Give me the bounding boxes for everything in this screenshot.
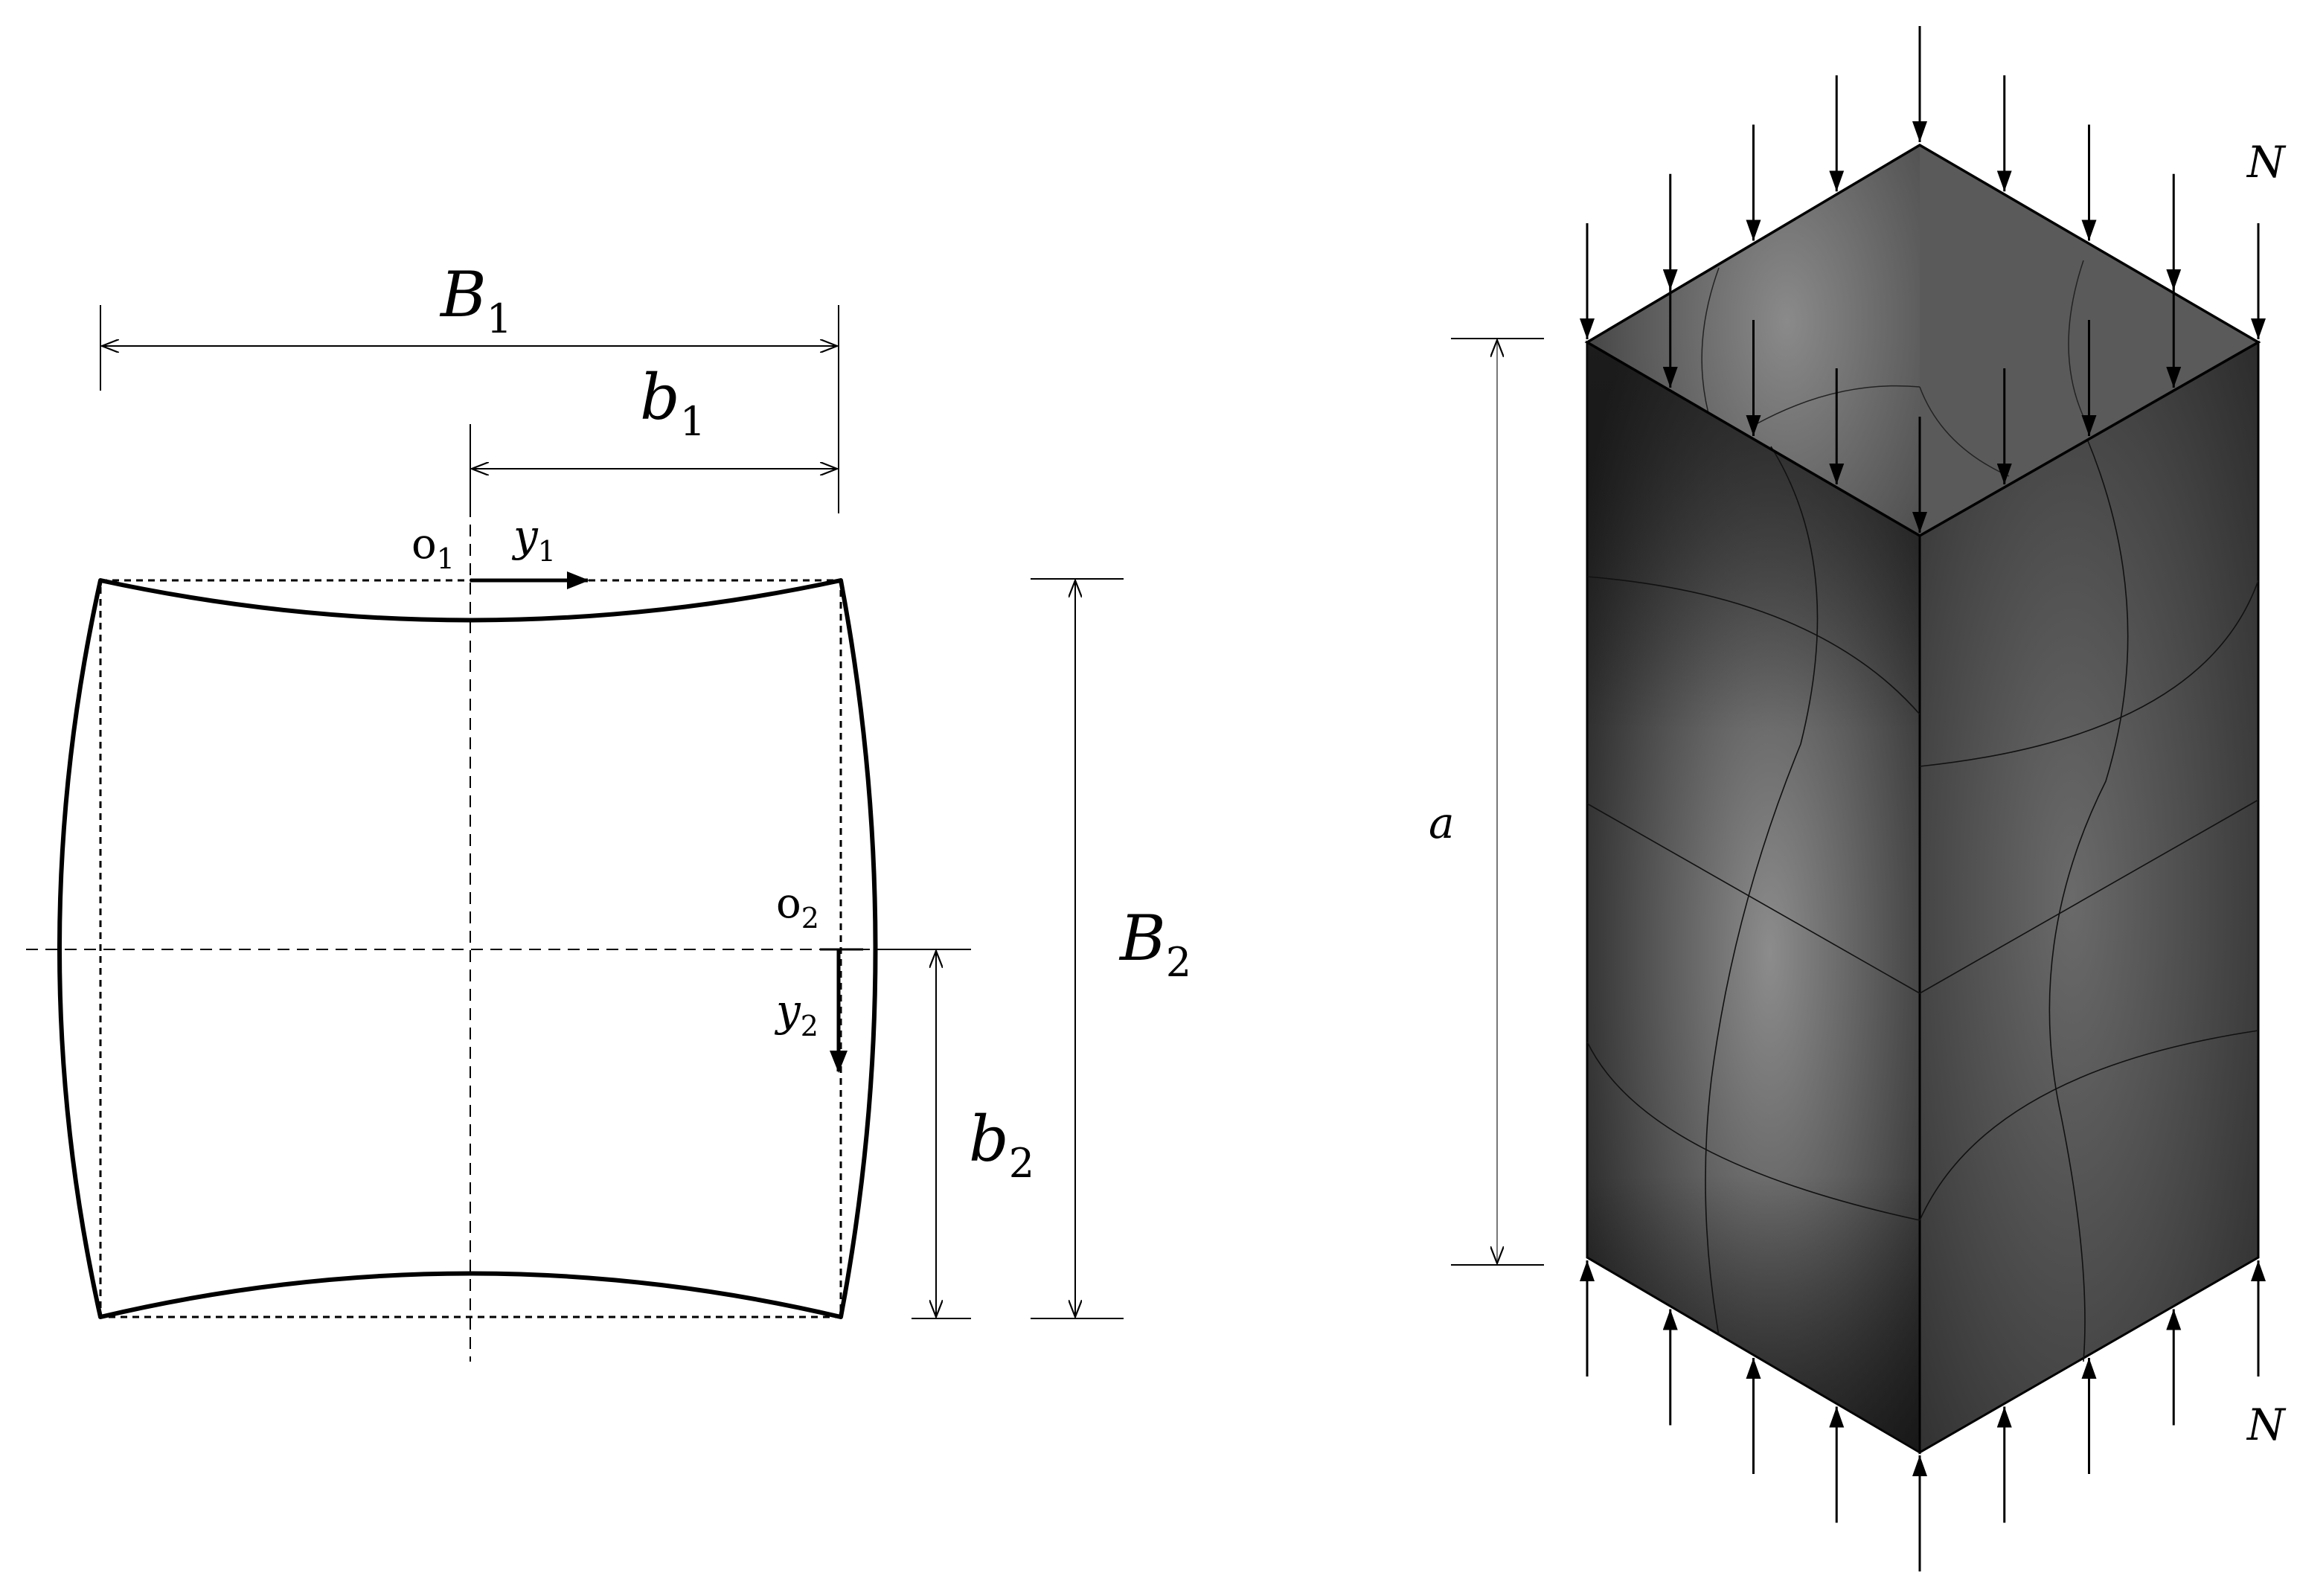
mode-line-left-4: [1705, 446, 1819, 1336]
top-load-arrows: [1580, 26, 2266, 533]
B1-label: B1: [439, 258, 512, 342]
top-rim: [1584, 143, 2261, 538]
front-right-face: [1918, 340, 2260, 1455]
cross-section-diagram: B1 b1 o1 y1 o2 y2 B2: [26, 258, 1191, 1362]
mode-line-right-1: [1919, 580, 2259, 767]
deformed-section: [57, 578, 878, 1319]
mode-line-right-4: [2048, 438, 2129, 1362]
o2-label: o2: [776, 879, 819, 935]
inner-mode-line-3: [1755, 385, 1920, 425]
front-left-face-shade: [1587, 342, 1920, 1452]
b2-label: b2: [969, 1103, 1034, 1187]
load-label-bottom: N: [2246, 1400, 2287, 1450]
inner-mode-line-4: [1919, 386, 2010, 477]
column-3d-diagram: a N N: [1429, 26, 2287, 1571]
load-label-top: N: [2246, 137, 2287, 188]
inner-mode-line-2: [2068, 260, 2084, 417]
o1-label: o1: [411, 520, 455, 575]
mode-line-left-2: [1586, 803, 1920, 994]
a-label: a: [1429, 798, 1455, 848]
mode-line-left-1: [1586, 576, 1920, 715]
b1-label: b1: [640, 361, 705, 445]
mode-line-right-3: [1919, 1030, 2259, 1221]
y2-label: y2: [774, 985, 818, 1042]
B2-label: B2: [1118, 902, 1191, 986]
bottom-load-arrows: [1580, 1260, 2266, 1571]
mode-line-left-3: [1586, 1041, 1920, 1221]
mode-line-right-2: [1919, 799, 2259, 994]
inner-mode-line-1: [1701, 267, 1720, 425]
y1-label: y1: [511, 510, 556, 568]
